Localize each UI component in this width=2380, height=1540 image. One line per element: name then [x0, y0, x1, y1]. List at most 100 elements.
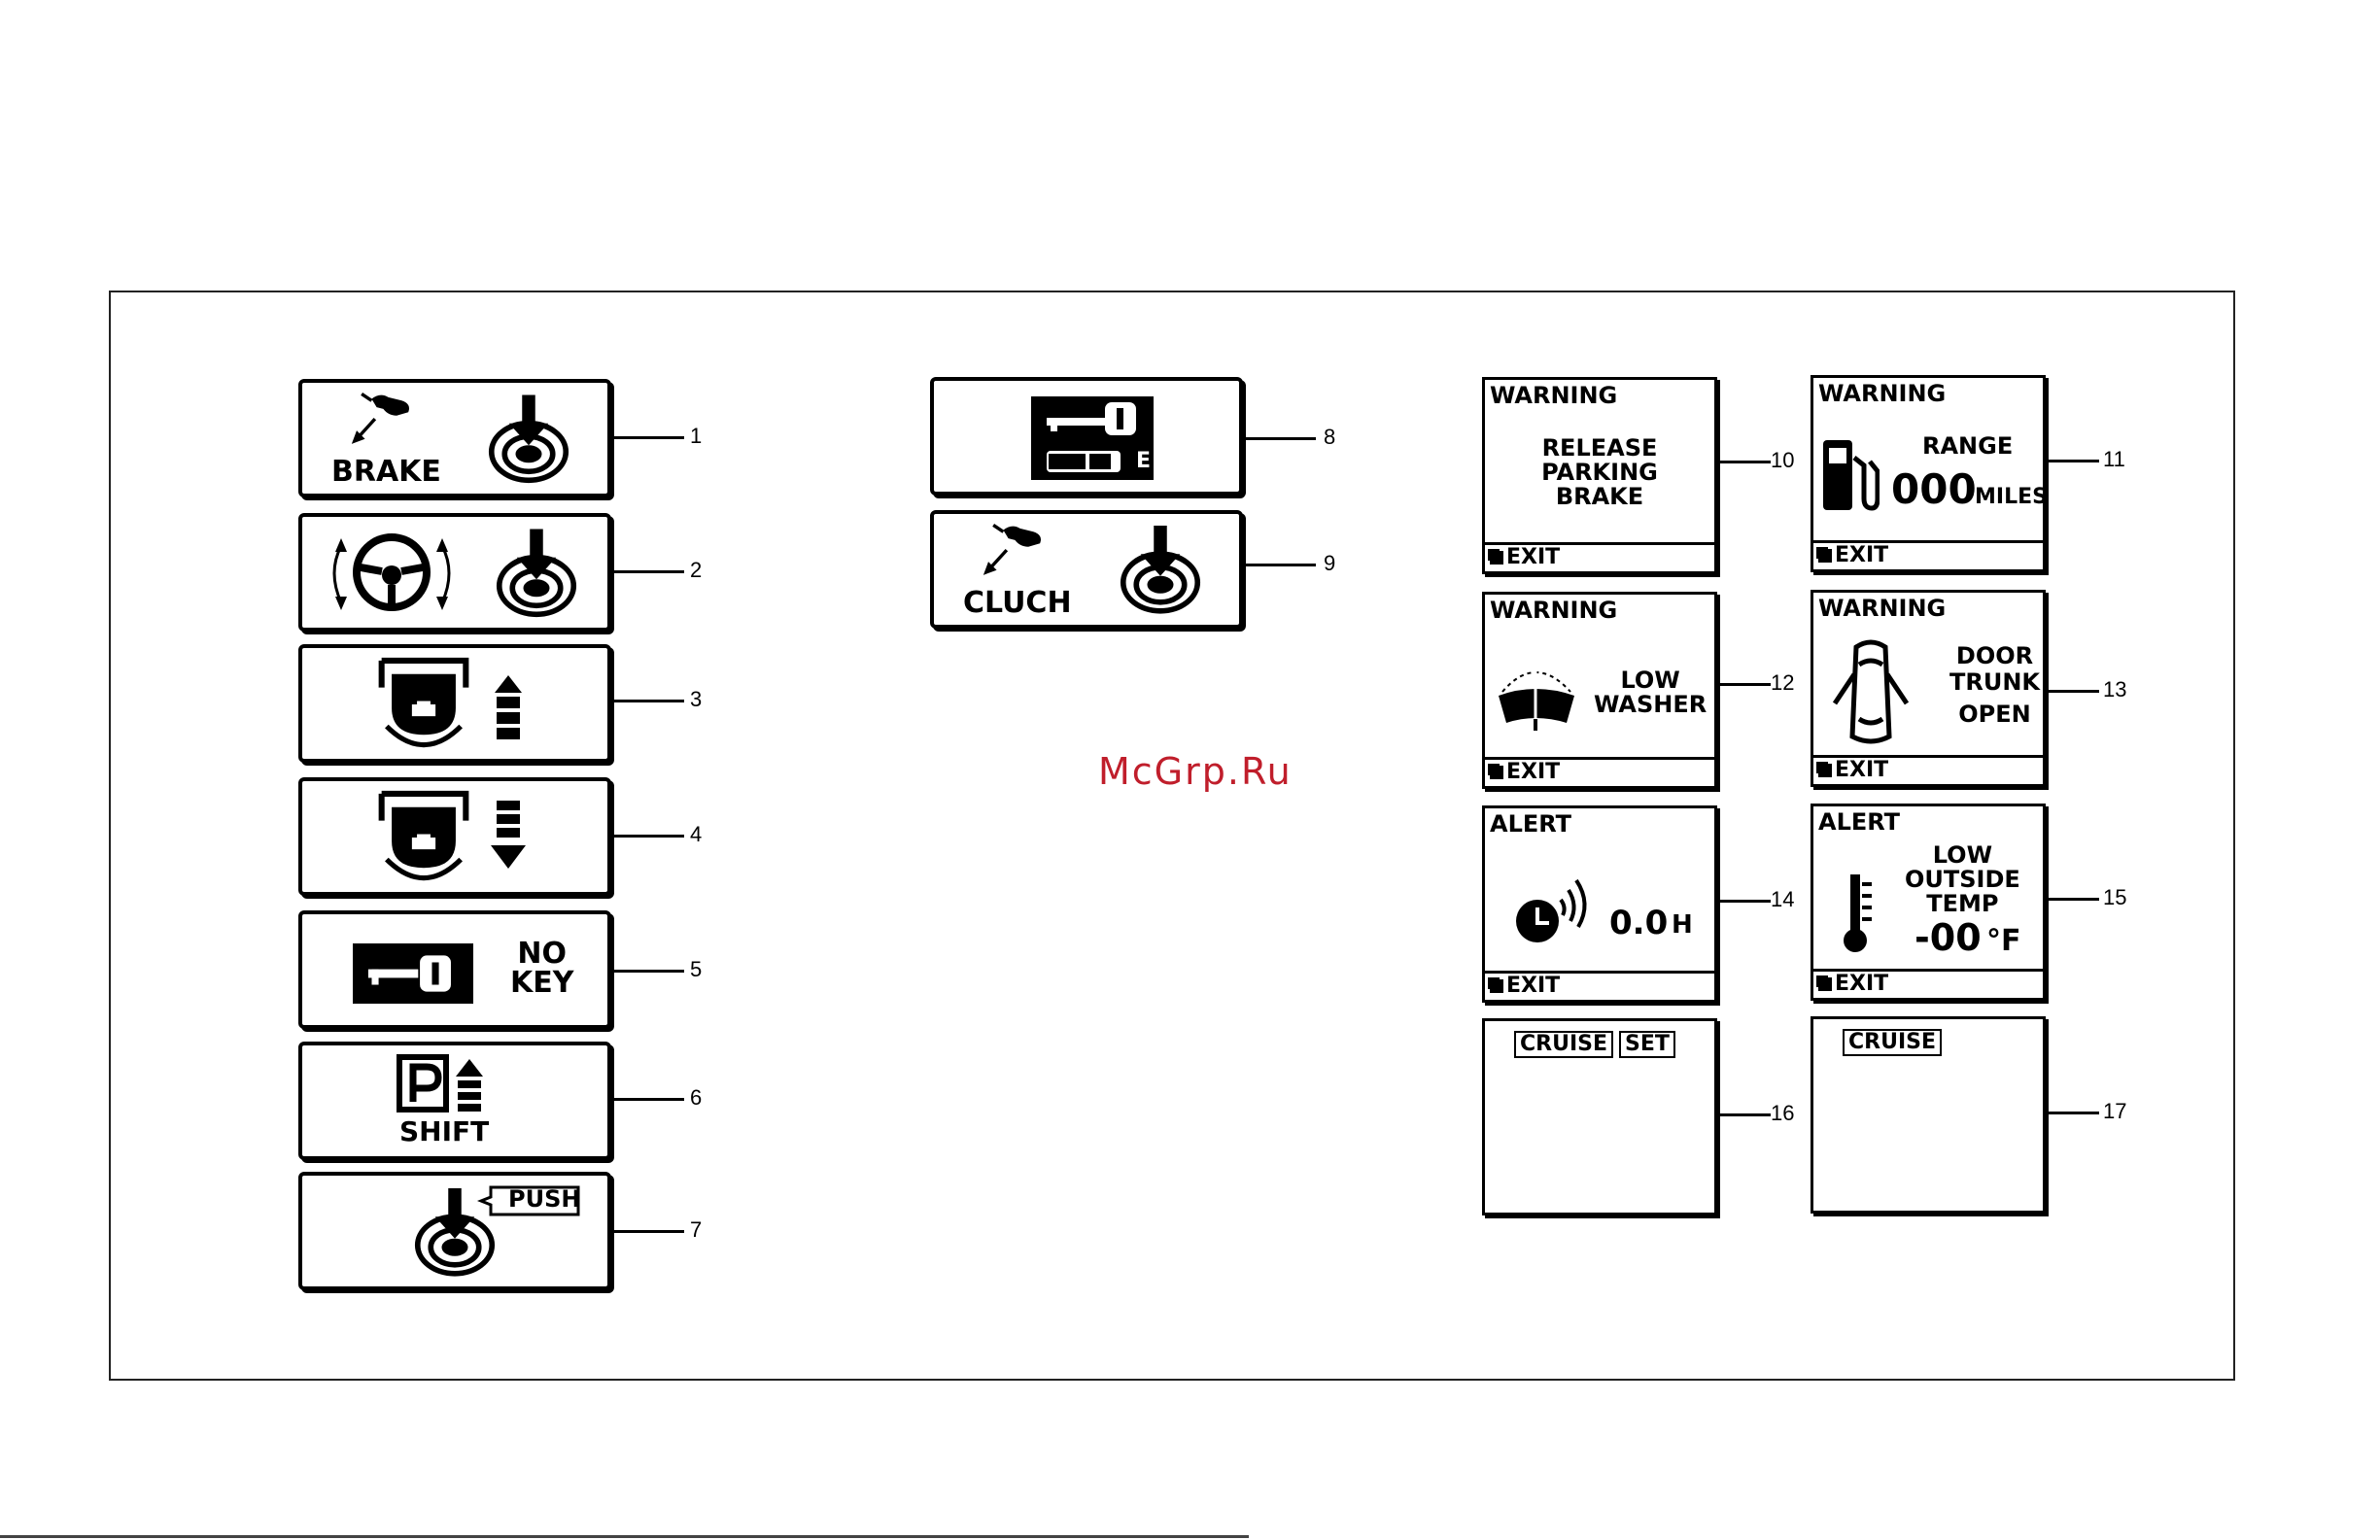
exit-icon	[1490, 551, 1503, 565]
elapsed-time-alert-screen: ALERT 0.0 H EXIT	[1482, 805, 1717, 1003]
empty-indicator: E	[1136, 449, 1151, 473]
exit-icon	[1818, 549, 1832, 563]
leader-15	[2047, 898, 2099, 901]
low-outside-temp-screen: ALERT LOWOUTSIDETEMP -00 °F EXIT	[1811, 804, 2046, 1001]
leader-13	[2047, 690, 2099, 693]
leader-17	[2047, 1112, 2099, 1114]
screen-title: WARNING	[1818, 595, 1946, 622]
callout-15: 15	[2103, 885, 2126, 910]
leader-14	[1718, 900, 1771, 903]
callout-6: 6	[690, 1085, 702, 1111]
exit-label: EXIT	[1835, 543, 1888, 567]
cruise-indicator: CRUISE	[1843, 1029, 1942, 1056]
leader-1	[612, 436, 684, 439]
callout-5: 5	[690, 957, 702, 982]
timer-icon	[1514, 867, 1602, 954]
exit-label: EXIT	[1506, 760, 1560, 784]
leader-8	[1244, 437, 1316, 440]
leader-9	[1244, 564, 1316, 566]
callout-11: 11	[2103, 447, 2125, 472]
fuel-pump-icon	[1821, 438, 1880, 514]
key-battery-panel: E	[930, 377, 1243, 496]
range-value: 000	[1891, 465, 1977, 514]
callout-4: 4	[690, 822, 702, 847]
screen-title: WARNING	[1490, 382, 1617, 409]
cruise-set-screen: CRUISE SET	[1482, 1018, 1717, 1215]
seat-down-panel	[298, 777, 611, 896]
exit-icon	[1818, 764, 1832, 777]
screen-title: ALERT	[1818, 808, 1900, 836]
callout-10: 10	[1771, 448, 1794, 473]
callout-1: 1	[690, 424, 702, 449]
callout-8: 8	[1324, 425, 1335, 450]
exit-icon	[1490, 766, 1503, 779]
leader-2	[612, 570, 684, 573]
clutch-label: CLUCH	[963, 586, 1072, 620]
callout-13: 13	[2103, 677, 2126, 702]
steering-wheel-icon	[302, 517, 607, 628]
push-panel: PUSH	[298, 1172, 611, 1290]
exit-label: EXIT	[1835, 972, 1888, 996]
screen-title: WARNING	[1818, 380, 1946, 407]
push-label: PUSH	[508, 1185, 580, 1213]
leader-7	[612, 1230, 684, 1233]
shift-panel: SHIFT	[298, 1042, 611, 1160]
seat-up-panel	[298, 644, 611, 763]
seat-down-icon	[302, 781, 607, 892]
range-unit: MILES	[1975, 485, 2048, 509]
leader-10	[1718, 461, 1771, 463]
washer-icon	[1493, 653, 1580, 731]
screen-title: ALERT	[1490, 810, 1571, 838]
screen-title: WARNING	[1490, 597, 1617, 624]
watermark: McGrp.Ru	[1098, 750, 1293, 793]
shift-label: SHIFT	[399, 1115, 489, 1147]
thermometer-icon	[1843, 871, 1881, 958]
temp-value: -00	[1914, 917, 1982, 958]
exit-label: EXIT	[1506, 545, 1560, 569]
leader-3	[612, 700, 684, 702]
exit-icon	[1490, 979, 1503, 993]
callout-12: 12	[1771, 670, 1794, 696]
cruise-indicator: CRUISE	[1514, 1031, 1613, 1058]
leader-4	[612, 835, 684, 838]
callout-14: 14	[1771, 887, 1794, 912]
elapsed-value: 0.0	[1609, 904, 1668, 942]
set-indicator: SET	[1619, 1031, 1675, 1058]
leader-12	[1718, 683, 1771, 686]
brake-push-panel: BRAKE	[298, 379, 611, 497]
temp-unit: °F	[1986, 921, 2021, 962]
steering-push-panel	[298, 513, 611, 632]
range-label: RANGE	[1922, 434, 2013, 459]
leader-11	[2047, 460, 2099, 462]
leader-6	[612, 1098, 684, 1101]
cruise-screen: CRUISE	[1811, 1016, 2046, 1214]
exit-label: EXIT	[1506, 974, 1560, 998]
key-battery-icon	[934, 381, 1239, 492]
fuel-range-screen: WARNING RANGE 000 MILES EXIT	[1811, 375, 2046, 572]
seat-up-icon	[302, 648, 607, 759]
callout-2: 2	[690, 558, 702, 583]
car-top-view-icon	[1827, 635, 1914, 750]
callout-7: 7	[690, 1217, 702, 1243]
callout-17: 17	[2103, 1099, 2126, 1124]
callout-9: 9	[1324, 551, 1335, 576]
callout-3: 3	[690, 687, 702, 712]
page-bottom-rule	[0, 1535, 1249, 1538]
leader-16	[1718, 1113, 1771, 1116]
callout-16: 16	[1771, 1101, 1794, 1126]
elapsed-unit: H	[1672, 913, 1693, 938]
exit-icon	[1818, 977, 1832, 991]
leader-5	[612, 970, 684, 973]
exit-label: EXIT	[1835, 758, 1888, 782]
brake-label: BRAKE	[331, 455, 441, 489]
clutch-push-panel: CLUCH	[930, 510, 1243, 629]
